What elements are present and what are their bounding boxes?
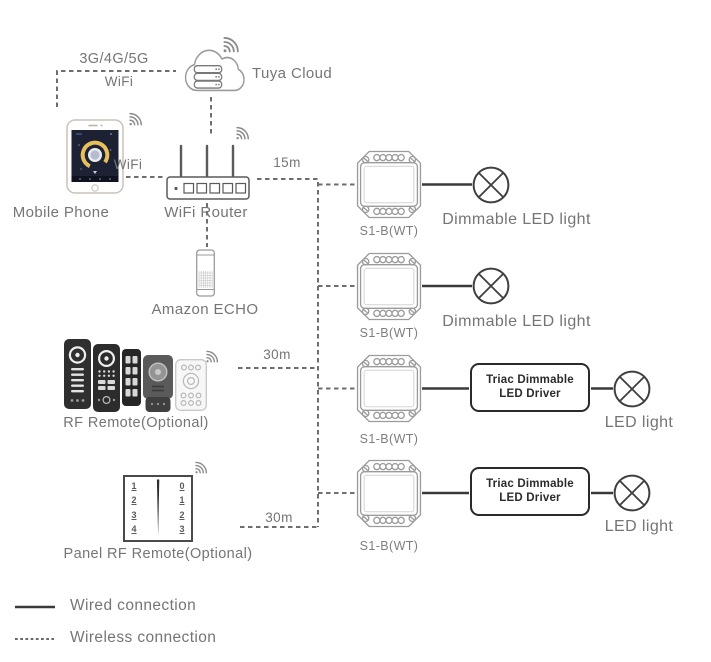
rf-remote-5 bbox=[175, 359, 207, 411]
rf-remote-label: RF Remote(Optional) bbox=[63, 415, 209, 431]
s1b-module-label-1: S1-B(WT) bbox=[359, 224, 419, 238]
tuya-cloud-label: Tuya Cloud bbox=[252, 65, 333, 82]
rf-remote-1 bbox=[64, 339, 91, 409]
lamp-icon-2 bbox=[472, 267, 510, 305]
s1b-module-icon-2 bbox=[356, 252, 422, 321]
led-light-label-2: LED light bbox=[604, 518, 674, 535]
legend-wireless-label: Wireless connection bbox=[70, 629, 217, 646]
phone-wifi-signal-icon bbox=[128, 112, 143, 126]
rf-remote-3 bbox=[122, 349, 141, 406]
rf-remote-icons bbox=[64, 339, 207, 412]
lamp-icon-1 bbox=[472, 166, 510, 204]
rf-remote-2 bbox=[93, 344, 120, 412]
dimmable-led-light-label-1: Dimmable LED light bbox=[442, 211, 591, 228]
cellular-wifi-label: WiFi bbox=[104, 74, 134, 89]
lamp-icon-4 bbox=[613, 474, 651, 512]
cloud-wifi-signal-icon bbox=[222, 37, 239, 53]
triac-driver-box-2: Triac Dimmable LED Driver bbox=[470, 467, 590, 516]
wifi-router-icon bbox=[166, 144, 250, 200]
panel-key-right-0[interactable]: 0 bbox=[179, 481, 185, 491]
triac-driver-2-line2: LED Driver bbox=[499, 491, 561, 504]
triac-driver-box-1: Triac Dimmable LED Driver bbox=[470, 363, 590, 412]
panel-wifi-signal-icon bbox=[194, 461, 208, 474]
panel-key-right-3[interactable]: 3 bbox=[179, 524, 185, 534]
s1b-module-icon-1 bbox=[356, 150, 422, 219]
phone-router-wifi-label: WiFi bbox=[113, 157, 143, 172]
s1b-module-label-3: S1-B(WT) bbox=[359, 432, 419, 446]
panel-rf-remote-icon bbox=[123, 475, 193, 542]
distance-15m-label: 15m bbox=[273, 155, 301, 170]
wifi-router-label: WiFi Router bbox=[164, 204, 248, 221]
cellular-link-label: 3G/4G/5G bbox=[79, 51, 149, 67]
wire-phone-cloud bbox=[56, 70, 176, 107]
router-wifi-signal-icon bbox=[235, 126, 250, 140]
tuya-cloud-icon bbox=[184, 49, 245, 92]
panel-key-left-4[interactable]: 4 bbox=[131, 524, 137, 534]
panel-key-left-2[interactable]: 2 bbox=[131, 495, 137, 505]
panel-key-right-1[interactable]: 1 bbox=[179, 495, 185, 505]
dimmable-led-light-label-2: Dimmable LED light bbox=[442, 313, 591, 330]
s1b-module-icon-4 bbox=[356, 459, 422, 528]
panel-key-left-1[interactable]: 1 bbox=[131, 481, 137, 491]
legend-wired-label: Wired connection bbox=[70, 597, 197, 614]
panel-rf-remote-label: Panel RF Remote(Optional) bbox=[63, 546, 253, 562]
amazon-echo-icon bbox=[196, 249, 215, 297]
led-light-label-1: LED light bbox=[604, 414, 674, 431]
triac-driver-1-line1: Triac Dimmable bbox=[486, 374, 574, 386]
wire-router-trunk bbox=[257, 178, 319, 527]
distance-30m-label-2: 30m bbox=[265, 510, 293, 525]
s1b-module-label-4: S1-B(WT) bbox=[359, 539, 419, 553]
triac-driver-1-line2: LED Driver bbox=[499, 387, 561, 400]
s1b-module-label-2: S1-B(WT) bbox=[359, 326, 419, 340]
triac-driver-2-line1: Triac Dimmable bbox=[486, 478, 574, 490]
distance-30m-label-1: 30m bbox=[263, 347, 291, 362]
panel-key-right-2[interactable]: 2 bbox=[179, 510, 185, 520]
lamp-icon-3 bbox=[613, 370, 651, 408]
mobile-phone-icon bbox=[66, 119, 124, 194]
panel-key-left-3[interactable]: 3 bbox=[131, 510, 137, 520]
rf-remote-4 bbox=[143, 355, 173, 412]
rf-remote-wifi-signal-icon bbox=[205, 350, 219, 363]
mobile-phone-label: Mobile Phone bbox=[12, 204, 110, 221]
s1b-module-icon-3 bbox=[356, 354, 422, 423]
amazon-echo-label: Amazon ECHO bbox=[151, 301, 259, 318]
